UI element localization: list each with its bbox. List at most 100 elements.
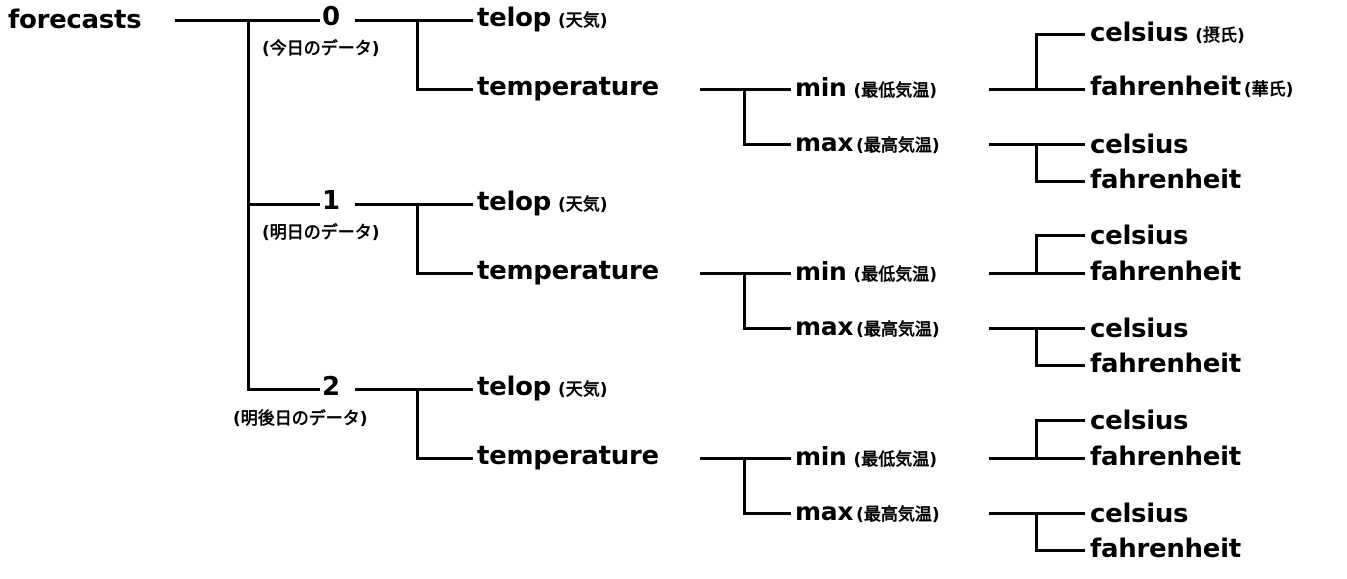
node-day0-max-celsius: celsius <box>1090 130 1189 160</box>
edge-day1-out <box>355 203 417 206</box>
node-day-0: 0 <box>322 4 340 30</box>
edge-day1-to-telop <box>416 203 473 206</box>
node-day2-max-celsius: celsius <box>1090 499 1189 529</box>
node-day2-telop-note: (天気) <box>557 380 608 400</box>
edge-trunk-to-day2 <box>247 388 320 391</box>
node-day2-temperature: temperature <box>477 443 659 469</box>
edge-day2-to-min <box>743 457 791 460</box>
node-day-2-note: (明後日のデータ) <box>233 409 368 429</box>
edge-day0-max-units-vertical <box>1035 143 1038 183</box>
node-day2-max: max(最高気温) <box>795 499 940 524</box>
node-day2-min-celsius-label: celsius <box>1090 406 1189 436</box>
node-day0-max-note: (最高気温) <box>856 136 940 156</box>
node-day2-max-celsius-label: celsius <box>1090 499 1189 529</box>
edge-day1-to-max <box>743 327 791 330</box>
node-day1-min-fahrenheit: fahrenheit <box>1090 259 1241 285</box>
node-day0-max: max(最高気温) <box>795 130 940 155</box>
edge-day0-max-out <box>989 143 1036 146</box>
node-day0-min-fahrenheit-label: fahrenheit <box>1090 72 1241 102</box>
edge-day0-to-temperature <box>416 88 473 91</box>
node-day0-min-fahrenheit: fahrenheit(華氏) <box>1090 74 1293 100</box>
node-day1-min-celsius-label: celsius <box>1090 221 1189 251</box>
node-day1-telop: telop (天気) <box>477 189 608 215</box>
node-day2-max-fahrenheit-label: fahrenheit <box>1090 534 1241 564</box>
node-day-2-index: 2 <box>322 372 340 402</box>
edge-day1-temp-out <box>700 272 744 275</box>
edge-day1-max-to-celsius <box>1035 327 1085 330</box>
edge-day0-min-to-fahrenheit <box>1035 88 1085 91</box>
node-day2-telop: telop (天気) <box>477 374 608 400</box>
node-day2-max-fahrenheit: fahrenheit <box>1090 536 1241 562</box>
edge-day1-max-out <box>989 327 1036 330</box>
node-day2-min-label: min <box>795 442 847 471</box>
node-day-2: 2 <box>322 374 340 400</box>
node-day0-max-fahrenheit-label: fahrenheit <box>1090 165 1241 195</box>
edge-day1-max-to-fahrenheit <box>1035 364 1085 367</box>
node-day2-max-note: (最高気温) <box>856 505 940 525</box>
edge-day2-to-telop <box>416 388 473 391</box>
node-day1-temperature-label: temperature <box>477 256 659 286</box>
node-day0-telop-label: telop <box>477 3 551 33</box>
node-day-1: 1 <box>322 188 340 214</box>
edge-day0-temp-out <box>700 88 744 91</box>
node-day2-min-celsius: celsius <box>1090 406 1189 436</box>
edge-day1-to-temperature <box>416 272 473 275</box>
edge-day1-min-to-celsius <box>1035 234 1085 237</box>
node-day1-min: min (最低気温) <box>795 259 937 284</box>
node-day0-min-note: (最低気温) <box>853 81 938 101</box>
edge-day0-max-to-celsius <box>1035 143 1085 146</box>
edge-day0-min-out <box>989 88 1036 91</box>
node-day2-temperature-label: temperature <box>477 441 659 471</box>
node-day1-telop-label: telop <box>477 187 551 217</box>
edge-day2-minmax-vertical <box>743 457 746 515</box>
node-day2-min: min(最低気温) <box>795 444 937 469</box>
edge-day2-max-out <box>989 512 1036 515</box>
edge-day2-min-out <box>989 457 1036 460</box>
edge-day2-min-to-fahrenheit <box>1035 457 1085 460</box>
edge-day0-to-min <box>743 88 791 91</box>
node-day0-max-celsius-label: celsius <box>1090 130 1189 160</box>
node-day0-temperature-label: temperature <box>477 72 659 102</box>
edge-day0-to-telop <box>416 19 473 22</box>
edge-day2-min-to-celsius <box>1035 419 1085 422</box>
node-day0-temperature: temperature <box>477 74 659 100</box>
node-day0-max-fahrenheit: fahrenheit <box>1090 167 1241 193</box>
edge-day2-min-units-vertical <box>1035 419 1038 460</box>
edge-day2-max-units-vertical <box>1035 512 1038 552</box>
node-day0-min-celsius-note: (摂氏) <box>1195 26 1245 46</box>
node-day1-telop-note: (天気) <box>557 195 608 215</box>
edge-day0-minmax-vertical <box>743 88 746 146</box>
edge-day2-max-to-fahrenheit <box>1035 549 1085 552</box>
node-day1-max-label: max <box>795 312 854 341</box>
edge-day1-to-min <box>743 272 791 275</box>
edge-day1-max-units-vertical <box>1035 327 1038 367</box>
node-day0-min-celsius-label: celsius <box>1090 18 1189 48</box>
node-day1-max-fahrenheit-label: fahrenheit <box>1090 349 1241 379</box>
node-day1-max-celsius-label: celsius <box>1090 314 1189 344</box>
node-day-1-note: (明日のデータ) <box>262 223 380 243</box>
node-day0-telop: telop (天気) <box>477 5 608 31</box>
node-day0-min-fahrenheit-note: (華氏) <box>1243 80 1294 100</box>
node-day1-min-label: min <box>795 257 847 286</box>
edge-day0-min-units-vertical <box>1035 33 1038 91</box>
node-day0-min-label: min <box>795 73 847 102</box>
node-day1-max-note: (最高気温) <box>856 320 940 340</box>
node-day2-telop-label: telop <box>477 372 551 402</box>
node-day-1-index: 1 <box>322 186 340 216</box>
node-day1-max-celsius: celsius <box>1090 314 1189 344</box>
edge-day1-min-to-fahrenheit <box>1035 272 1085 275</box>
node-day1-min-note: (最低気温) <box>853 265 938 285</box>
node-day1-temperature: temperature <box>477 258 659 284</box>
edge-day2-to-temperature <box>416 457 473 460</box>
node-day2-max-label: max <box>795 497 854 526</box>
node-day1-min-celsius: celsius <box>1090 221 1189 251</box>
edge-day0-to-max <box>743 143 791 146</box>
node-day-0-index: 0 <box>322 2 340 32</box>
node-day0-min-celsius: celsius (摂氏) <box>1090 20 1245 46</box>
node-day2-min-fahrenheit-label: fahrenheit <box>1090 442 1241 472</box>
node-day1-max: max(最高気温) <box>795 314 940 339</box>
node-day0-telop-note: (天気) <box>557 11 608 31</box>
node-day2-min-fahrenheit: fahrenheit <box>1090 444 1241 470</box>
edge-day1-min-out <box>989 272 1036 275</box>
